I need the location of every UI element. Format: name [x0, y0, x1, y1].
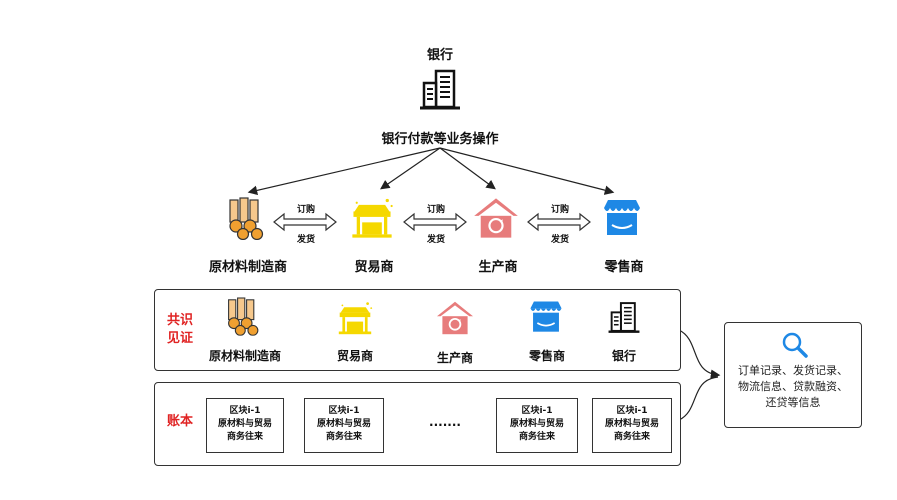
- bank-top-subtitle: 银行付款等业务操作: [381, 132, 499, 147]
- order-label-1: 订购: [296, 205, 315, 215]
- party-label-producer: 生产商: [478, 260, 518, 275]
- order-label-3: 订购: [550, 205, 569, 215]
- block-line1: 原材料与贸易: [316, 419, 371, 429]
- curve-ledger-to-info: [678, 376, 719, 421]
- store-awning-icon: [600, 196, 644, 240]
- block-line2: 商务往来: [325, 432, 362, 442]
- consensus-member-raw: 原材料制造商: [208, 349, 281, 363]
- ship-label-2: 发货: [426, 235, 445, 245]
- bank-icon: [418, 64, 462, 114]
- block-line2: 商务往来: [518, 432, 555, 442]
- magnifier-icon: [781, 331, 809, 359]
- shop-stall-icon: [348, 196, 396, 240]
- consensus-logs-icon: [225, 296, 261, 336]
- block-line1: 原材料与贸易: [509, 419, 564, 429]
- consensus-member-trader: 贸易商: [336, 349, 373, 363]
- consensus-title-line2: 见证: [166, 331, 193, 346]
- line-bank-to-raw: [247, 147, 441, 196]
- ship-label-1: 发货: [296, 235, 315, 245]
- double-arrow-3: [527, 212, 591, 232]
- curve-consensus-to-info: [678, 329, 721, 379]
- double-arrow-2: [403, 212, 467, 232]
- consensus-member-bank: 银行: [611, 349, 636, 363]
- ledger-title: 账本: [166, 414, 193, 429]
- party-label-retailer: 零售商: [604, 260, 644, 275]
- logs-icon: [226, 196, 266, 240]
- ship-label-3: 发货: [550, 235, 569, 245]
- ledger-block-3: 区块i-1 原材料与贸易 商务往来: [496, 398, 578, 453]
- ledger-ellipsis: ·······: [429, 418, 461, 432]
- block-line2: 商务往来: [226, 432, 263, 442]
- consensus-title-line1: 共识: [166, 313, 193, 328]
- consensus-member-retailer: 零售商: [528, 349, 565, 363]
- consensus-member-producer: 生产商: [436, 351, 473, 365]
- info-text: 订单记录、发货记录、物流信息、贷款融资、还贷等信息: [738, 364, 848, 409]
- double-arrow-1: [273, 212, 337, 232]
- block-title: 区块i-1: [328, 406, 360, 416]
- consensus-panel: 共识 见证 原材料制造商 贸易商 生产商 零售商 银行: [154, 289, 681, 371]
- block-title: 区块i-1: [229, 406, 261, 416]
- party-label-raw: 原材料制造商: [208, 260, 287, 275]
- line-bank-to-trader: [380, 147, 441, 190]
- line-bank-to-retailer: [439, 147, 615, 195]
- ledger-block-1: 区块i-1 原材料与贸易 商务往来: [206, 398, 284, 453]
- party-label-trader: 贸易商: [354, 260, 394, 275]
- block-title: 区块i-1: [616, 406, 648, 416]
- block-title: 区块i-1: [521, 406, 553, 416]
- factory-house-icon: [472, 196, 520, 240]
- info-box: 订单记录、发货记录、物流信息、贷款融资、还贷等信息: [724, 322, 862, 428]
- consensus-store-icon: [527, 298, 565, 336]
- consensus-stall-icon: [335, 300, 375, 336]
- consensus-factory-icon: [435, 300, 475, 336]
- block-line1: 原材料与贸易: [217, 419, 272, 429]
- consensus-title: 共识 见证: [165, 312, 195, 348]
- bank-top-title: 银行: [426, 48, 453, 63]
- line-bank-to-producer: [439, 147, 496, 190]
- block-line1: 原材料与贸易: [604, 419, 659, 429]
- ledger-block-2: 区块i-1 原材料与贸易 商务往来: [304, 398, 384, 453]
- order-label-2: 订购: [426, 205, 445, 215]
- ledger-block-4: 区块i-1 原材料与贸易 商务往来: [592, 398, 672, 453]
- consensus-bank-icon: [607, 298, 641, 336]
- block-line2: 商务往来: [613, 432, 650, 442]
